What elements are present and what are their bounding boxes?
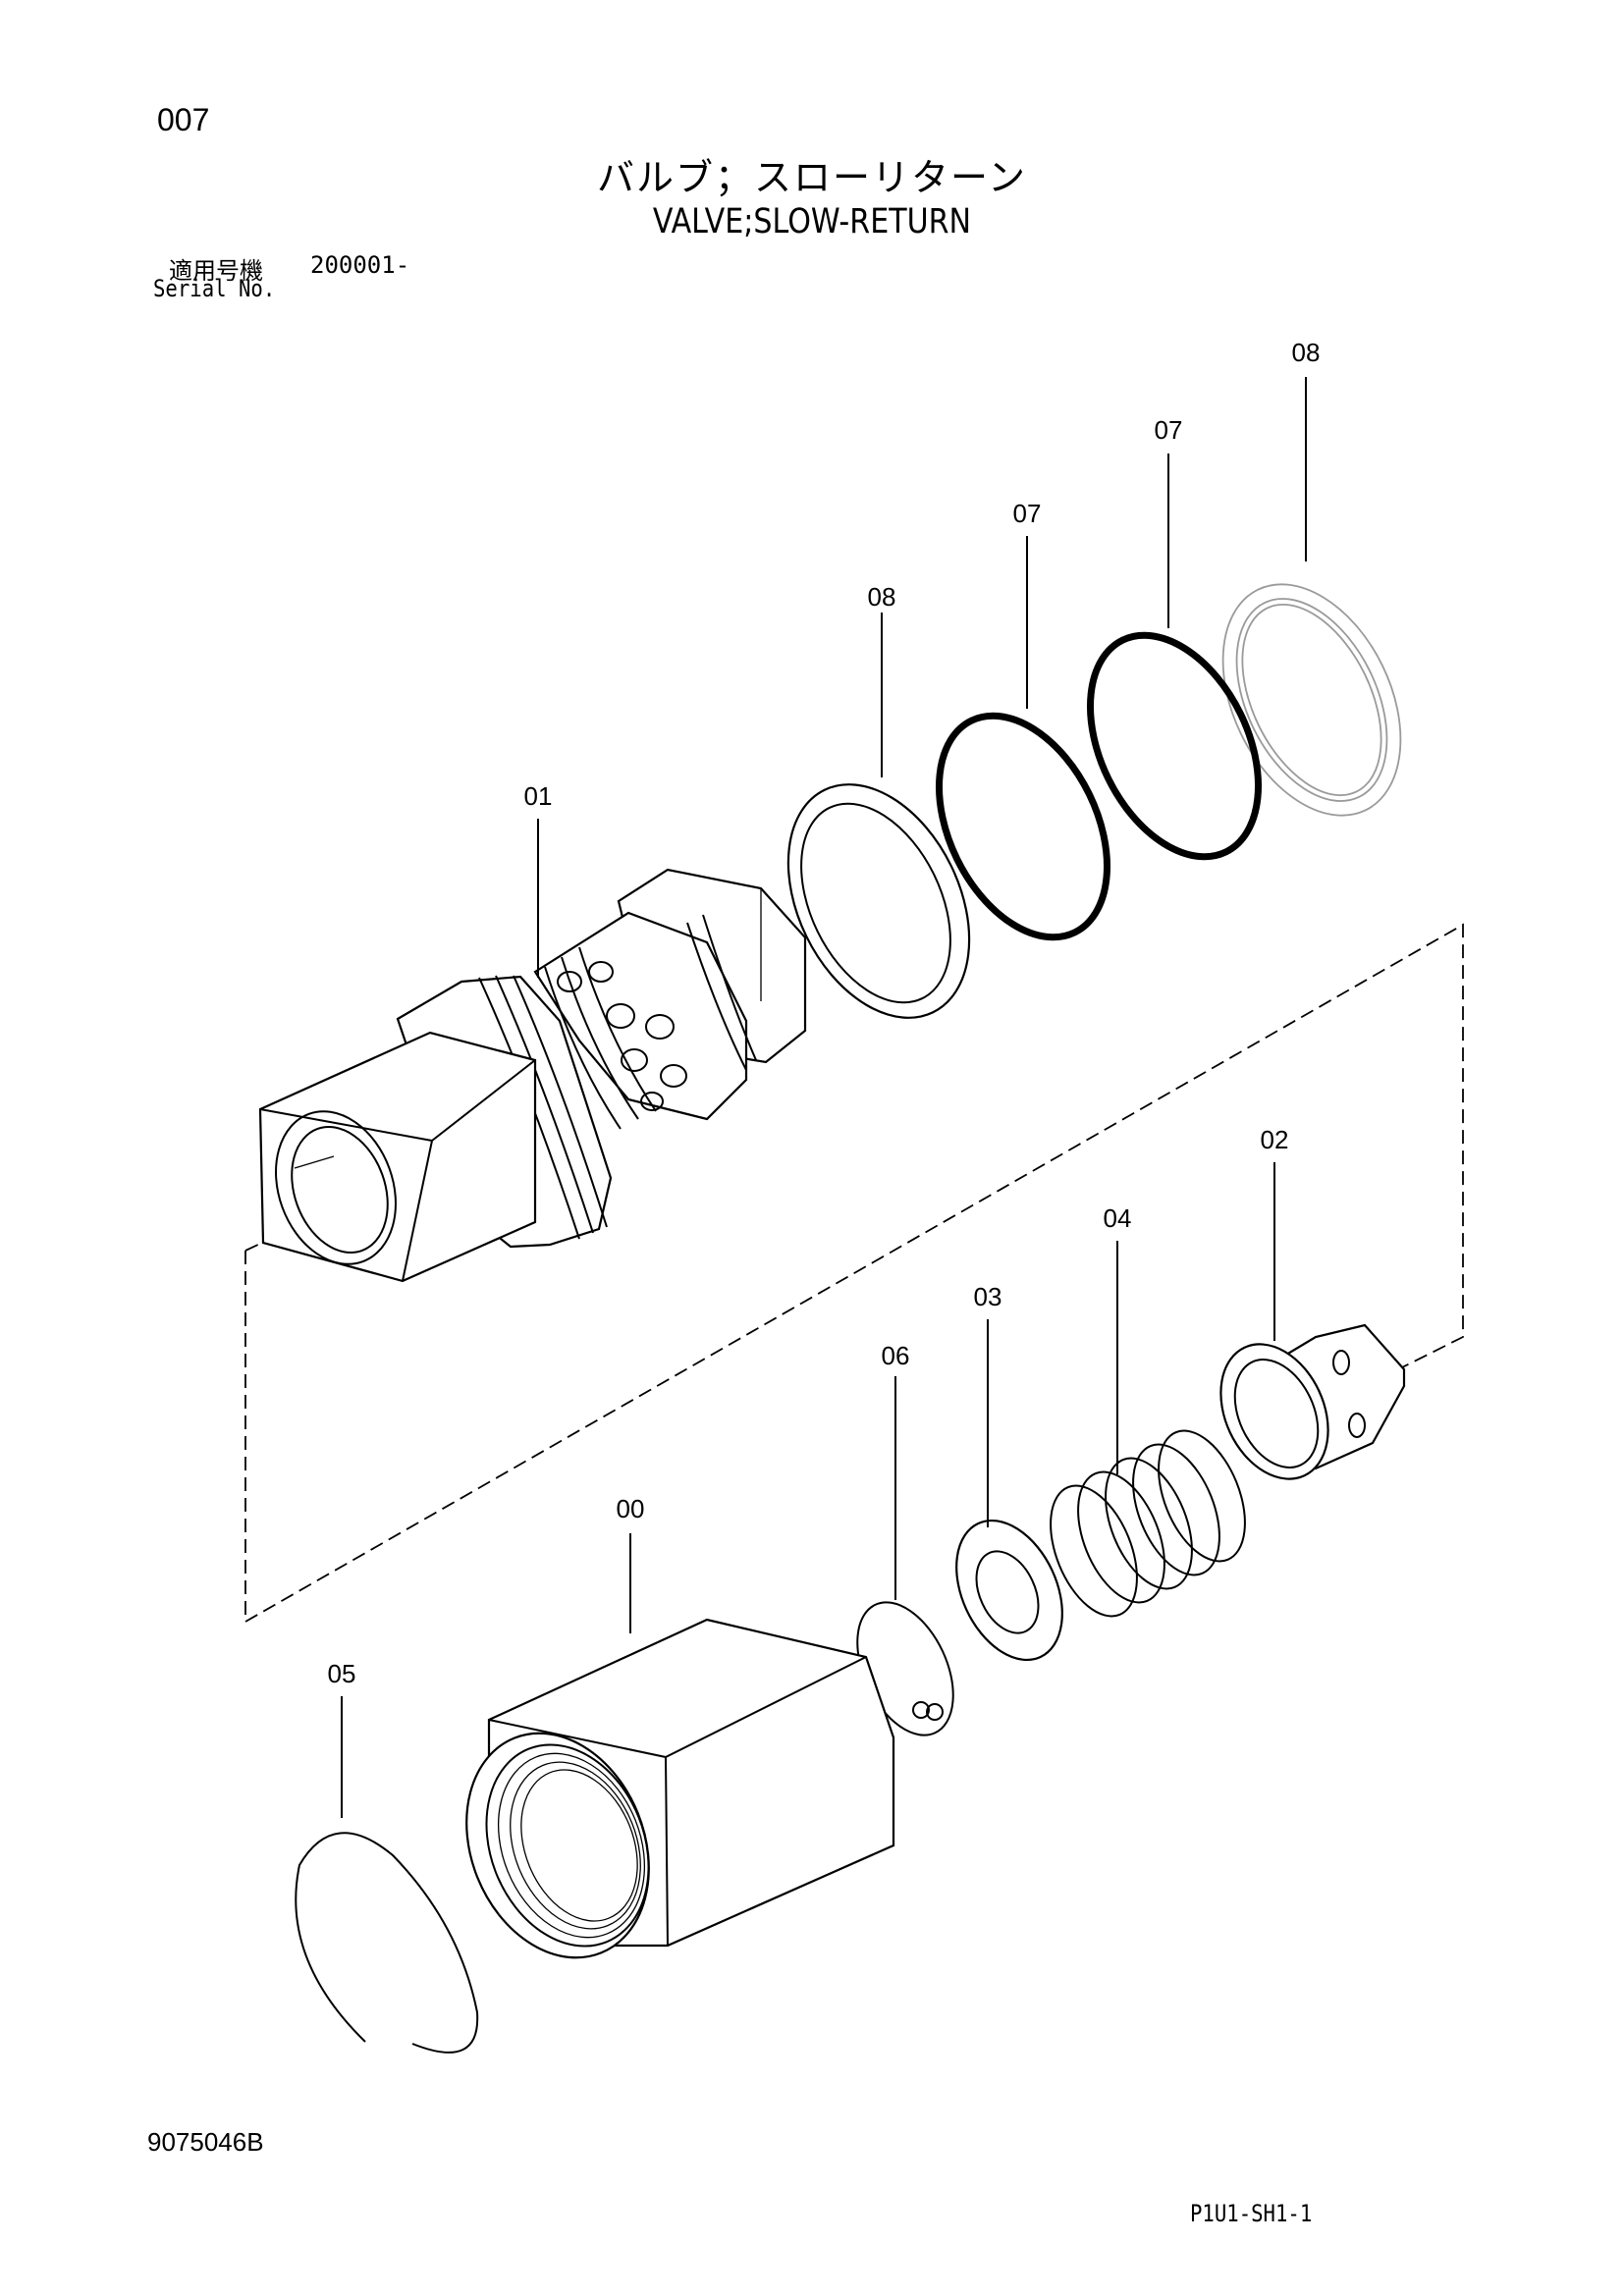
part-01-valve-body <box>258 868 807 1283</box>
callout-labels: 08 07 07 08 01 02 04 03 06 00 05 <box>328 338 1321 1688</box>
part-07-o-ring-right <box>1086 631 1263 861</box>
part-08-backup-ring-lower <box>786 783 971 1019</box>
drawing-number: 9075046B <box>147 2127 264 2157</box>
serial-label-japanese: 適用号機 <box>169 257 263 285</box>
leader-lines <box>341 377 1307 1818</box>
callout-00: 00 <box>617 1494 645 1523</box>
part-08-backup-ring-upper <box>1221 583 1402 817</box>
callout-07-left: 07 <box>1013 499 1042 528</box>
callout-06: 06 <box>882 1341 910 1370</box>
callout-03: 03 <box>974 1282 1002 1311</box>
page-number: 007 <box>157 102 210 137</box>
callout-02: 02 <box>1261 1125 1289 1154</box>
callout-05: 05 <box>328 1659 356 1688</box>
part-03-washer <box>955 1519 1063 1662</box>
callout-08-top: 08 <box>1292 338 1321 367</box>
callout-01: 01 <box>524 781 553 811</box>
serial-label-english: Serial No. <box>153 275 276 302</box>
page-title-japanese: バルブ；スローリターン <box>596 156 1028 199</box>
part-00-housing <box>465 1618 895 1959</box>
part-02-poppet <box>1219 1323 1406 1480</box>
part-05-snap-ring <box>295 1832 479 2054</box>
page-title-english: VALVE;SLOW-RETURN <box>652 202 972 241</box>
sheet-reference: P1U1-SH1-1 <box>1190 2200 1313 2227</box>
serial-number-value: 200001- <box>310 251 410 279</box>
callout-07-right: 07 <box>1155 415 1183 445</box>
callout-04: 04 <box>1104 1203 1132 1233</box>
part-07-o-ring-left <box>935 712 1111 941</box>
callout-08-lower: 08 <box>868 582 896 612</box>
part-04-coil-spring <box>1050 1429 1246 1618</box>
